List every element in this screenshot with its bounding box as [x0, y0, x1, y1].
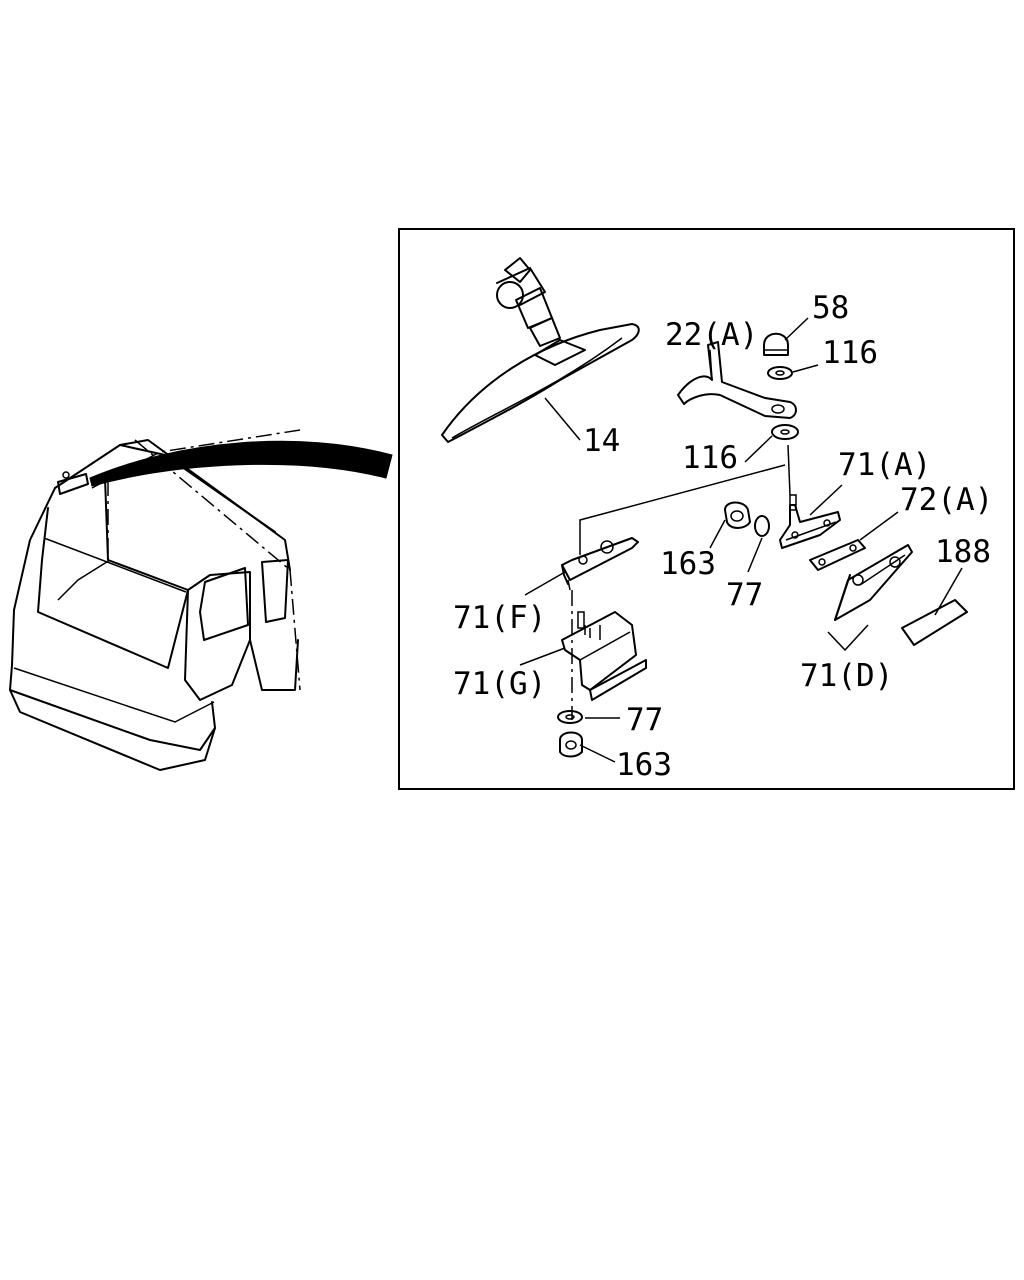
detail-frame [398, 228, 1015, 790]
label-163-mid: 163 [660, 546, 716, 582]
label-116-top: 116 [822, 335, 878, 371]
mirror-arm-22a [677, 341, 797, 419]
label-188 [901, 599, 968, 646]
cap-nut-58 [763, 332, 789, 356]
nut-163-bot [559, 731, 583, 758]
washer-116-top-shape [767, 366, 793, 380]
bracket-71g [561, 611, 647, 701]
label-77-mid: 77 [726, 577, 763, 613]
label-71d: 71(D) [800, 658, 893, 694]
label-14: 14 [583, 423, 620, 459]
label-58: 58 [812, 290, 849, 326]
plate-72a [809, 539, 866, 571]
label-22a: 22(A) [665, 317, 758, 353]
label-77-bot: 77 [626, 702, 663, 738]
label-71f: 71(F) [453, 600, 546, 636]
clip-71d [834, 544, 913, 621]
bracket-71f [561, 537, 639, 591]
label-188: 188 [935, 534, 991, 570]
washer-116-mid-shape [771, 424, 799, 440]
washer-77-mid [754, 515, 770, 537]
label-71a: 71(A) [838, 447, 931, 483]
label-72a: 72(A) [900, 482, 993, 518]
vehicle-cab-illustration [9, 429, 393, 771]
bracket-71a [779, 494, 841, 549]
label-163-bot: 163 [616, 747, 672, 783]
washer-77-bot [557, 710, 583, 724]
mirror-assembly-14 [441, 257, 640, 443]
nut-163-mid [724, 501, 751, 529]
label-116-mid: 116 [682, 440, 738, 476]
label-71g: 71(G) [453, 666, 546, 702]
